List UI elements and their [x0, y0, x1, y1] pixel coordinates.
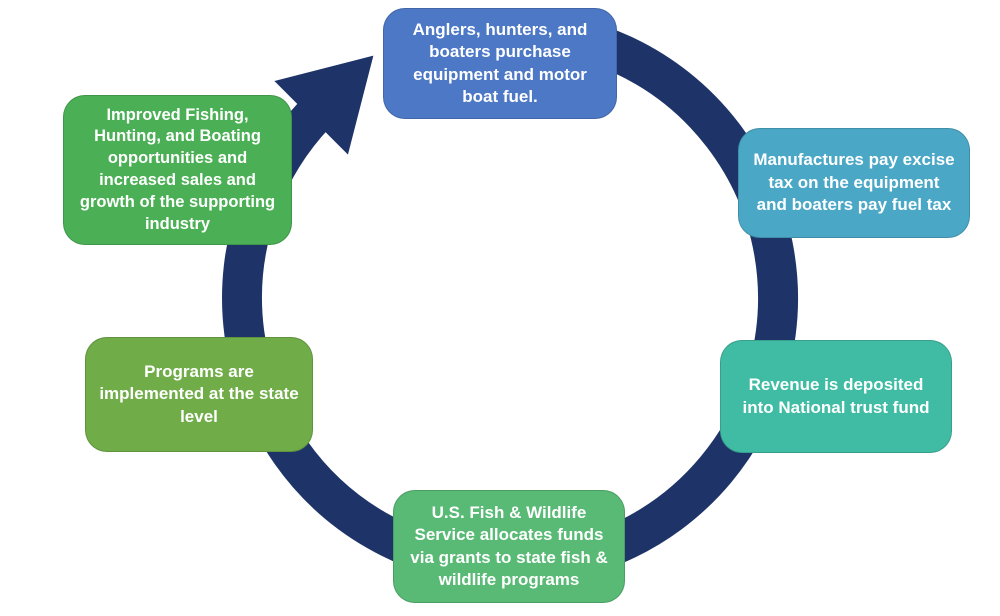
node-state-programs: Programs are implemented at the state le…: [85, 337, 313, 452]
node-revenue-deposit: Revenue is deposited into National trust…: [720, 340, 952, 453]
node-usfws-grants: U.S. Fish & Wildlife Service allocates f…: [393, 490, 625, 603]
node-excise-tax: Manufactures pay excise tax on the equip…: [738, 128, 970, 238]
node-purchase: Anglers, hunters, and boaters purchase e…: [383, 8, 617, 119]
node-improved-opportunities: Improved Fishing, Hunting, and Boating o…: [63, 95, 292, 245]
